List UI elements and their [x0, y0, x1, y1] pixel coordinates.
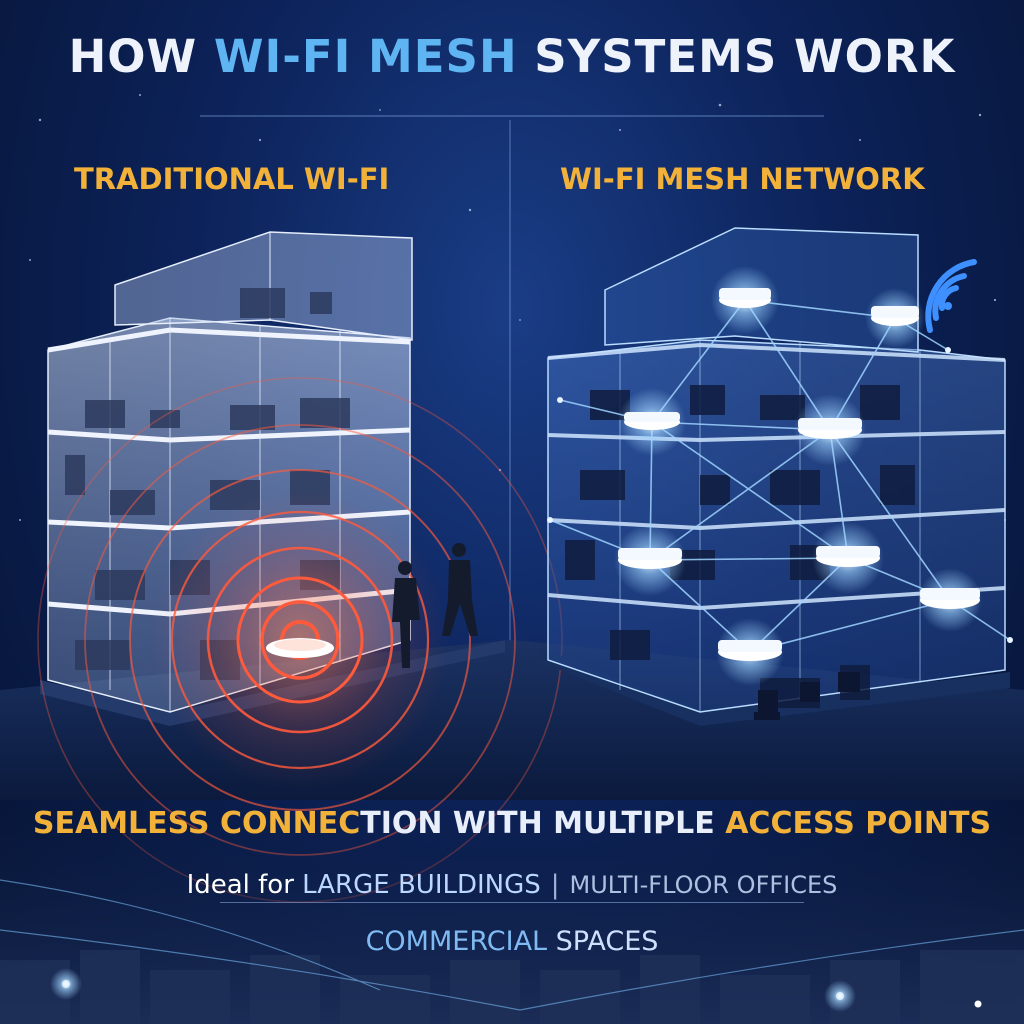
mesh-access-points — [614, 266, 982, 686]
benefit-headline: SEAMLESS CONNECTION WITH MULTIPLE ACCESS… — [0, 806, 1024, 841]
title-part-2: SYSTEMS WORK — [517, 30, 956, 83]
use-cases-line: Ideal for LARGE BUILDINGS | MULTI-FLOOR OF… — [0, 870, 1024, 900]
use-case-divider — [220, 902, 804, 903]
traditional-wifi-heading: TRADITIONAL WI-FI — [74, 162, 390, 196]
benefit-part-2: TION WITH MULTIPLE — [360, 806, 726, 841]
people — [392, 543, 478, 668]
title-part-1: HOW — [68, 30, 214, 83]
title-highlight: WI-FI MESH — [213, 30, 518, 83]
patio-furniture — [754, 672, 860, 720]
benefit-part-3: ACCESS POINTS — [725, 806, 992, 841]
use-case-separator: | — [550, 870, 560, 900]
wifi-signal-icon — [925, 259, 977, 333]
traditional-building — [37, 231, 563, 903]
page-title: HOW WI-FI MESH SYSTEMS WORK — [0, 30, 1024, 83]
mesh-building — [540, 227, 1013, 726]
commercial-highlight: COMMERCIAL — [365, 926, 548, 957]
mesh-network-heading: WI-FI MESH NETWORK — [560, 162, 925, 196]
use-case-commercial: COMMERCIAL SPACES — [0, 926, 1024, 957]
commercial-rest: SPACES — [547, 926, 659, 957]
use-case-large-buildings: LARGE BUILDINGS — [302, 870, 541, 900]
use-case-multi-floor: MULTI-FLOOR OFFICES — [569, 871, 838, 899]
ideal-prefix: Ideal for — [186, 870, 303, 900]
benefit-part-1: SEAMLESS CONNEC — [32, 806, 361, 841]
cityscape — [0, 800, 1024, 1024]
